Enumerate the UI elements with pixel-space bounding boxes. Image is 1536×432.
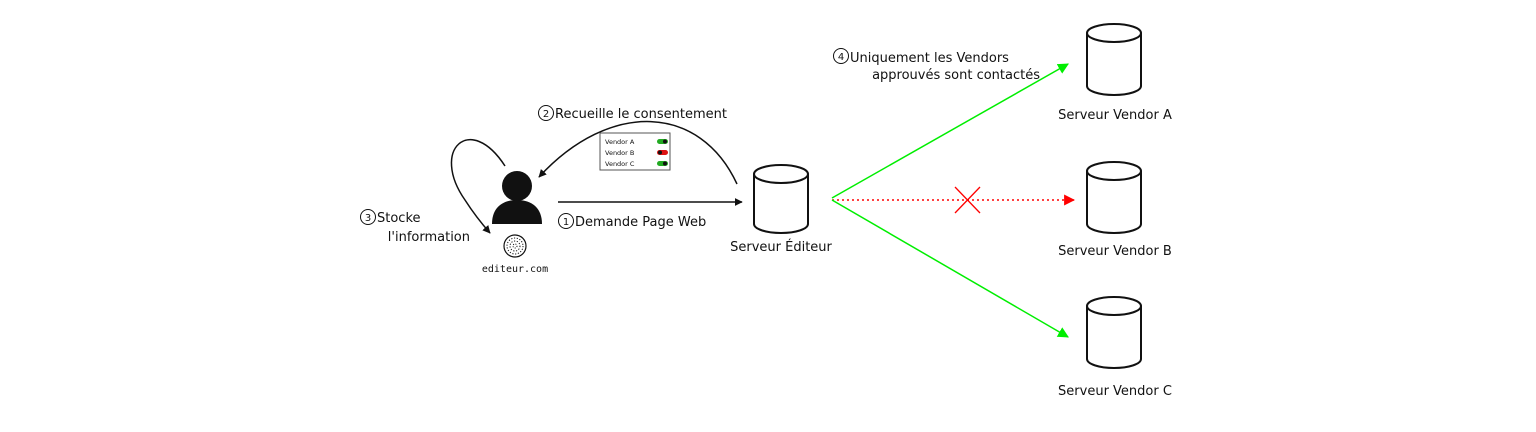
toggle-on-icon	[657, 139, 668, 144]
consent-row-vendor: Vendor C	[605, 160, 635, 168]
consent-row-vendor: Vendor A	[605, 138, 635, 146]
svg-text:Recueille le consentement: Recueille le consentement	[555, 107, 727, 122]
step-4-label: 4 Uniquement les Vendors approuvés sont …	[833, 48, 1040, 83]
store-loop-arrow	[450, 138, 506, 234]
arrow-to-vendor-c	[831, 199, 1069, 338]
toggle-on-icon	[657, 161, 668, 166]
svg-text:2: 2	[543, 109, 549, 120]
svg-text:Uniquement les Vendors: Uniquement les Vendors	[850, 51, 1009, 66]
step-3-label: 3 Stocke l'information	[360, 209, 470, 245]
user-icon	[492, 171, 542, 224]
arrow-to-vendor-a	[831, 63, 1069, 199]
step-3-marker	[360, 209, 376, 225]
step-1-marker	[558, 213, 574, 229]
vendor-b-label: Serveur Vendor B	[1058, 244, 1172, 259]
svg-text:3: 3	[365, 213, 371, 224]
svg-text:l'information: l'information	[388, 230, 470, 245]
vendor-c-server-icon	[1086, 296, 1142, 369]
svg-text:Demande Page Web: Demande Page Web	[575, 215, 706, 230]
user-domain: editeur.com	[482, 264, 548, 275]
step-1-label: 1 Demande Page Web	[558, 213, 706, 230]
publisher-server-label: Serveur Éditeur	[730, 239, 832, 255]
consent-row: Vendor A	[605, 138, 668, 146]
publisher-server-icon	[753, 164, 809, 234]
vendor-b-server-icon	[1086, 161, 1142, 234]
consent-row: Vendor C	[605, 160, 668, 168]
svg-text:1: 1	[563, 217, 569, 228]
consent-panel: Vendor A Vendor B Vendor C	[599, 132, 671, 171]
svg-text:4: 4	[838, 52, 844, 63]
vendor-a-server-icon	[1086, 23, 1142, 96]
svg-text:approuvés sont contactés: approuvés sont contactés	[872, 68, 1040, 83]
vendor-c-label: Serveur Vendor C	[1058, 384, 1172, 399]
consent-row-vendor: Vendor B	[605, 149, 634, 157]
consent-arc-arrow	[538, 120, 738, 185]
toggle-off-icon	[657, 150, 668, 155]
consent-row: Vendor B	[605, 149, 668, 157]
step-4-marker	[833, 48, 849, 64]
vendor-a-label: Serveur Vendor A	[1058, 108, 1172, 123]
step-2-label: 2 Recueille le consentement	[538, 105, 727, 122]
svg-text:Stocke: Stocke	[377, 211, 421, 226]
blocked-x-icon	[954, 186, 981, 214]
step-2-marker	[538, 105, 554, 121]
globe-icon	[503, 234, 527, 258]
